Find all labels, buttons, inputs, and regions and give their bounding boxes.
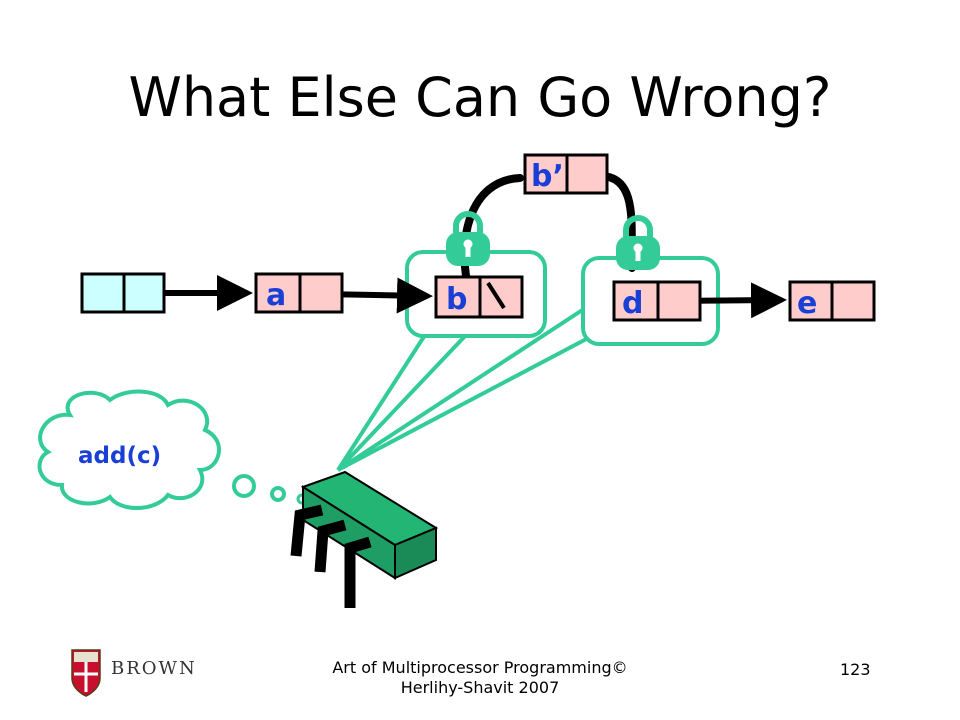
brown-shield-logo	[71, 649, 101, 697]
list-node-b-prime: b’	[523, 153, 609, 195]
slide-title: What Else Can Go Wrong?	[128, 66, 832, 129]
node-e-label: e	[797, 286, 817, 321]
node-b-prime-label: b’	[531, 159, 564, 194]
brown-logo-text: BROWN	[111, 658, 197, 679]
processor-chip-icon	[290, 470, 439, 608]
slide-footer: Art of Multiprocessor Programming© Herli…	[332, 658, 628, 697]
pointer-b-next	[486, 281, 506, 310]
node-d-label: d	[622, 286, 643, 321]
focus-lines	[336, 303, 593, 472]
list-node-d: d	[612, 280, 702, 322]
padlock-icon	[446, 211, 490, 266]
list-node-head	[80, 272, 166, 314]
thought-text: add(c)	[78, 443, 161, 469]
padlock-icon	[616, 215, 660, 270]
node-a-label: a	[266, 278, 286, 313]
node-b-label: b	[446, 282, 467, 317]
list-node-b: b	[434, 275, 524, 319]
thought-bubble: add(c)	[37, 389, 308, 510]
list-node-e: e	[788, 280, 876, 322]
list-node-a: a	[254, 272, 344, 314]
page-number: 123	[840, 660, 871, 679]
